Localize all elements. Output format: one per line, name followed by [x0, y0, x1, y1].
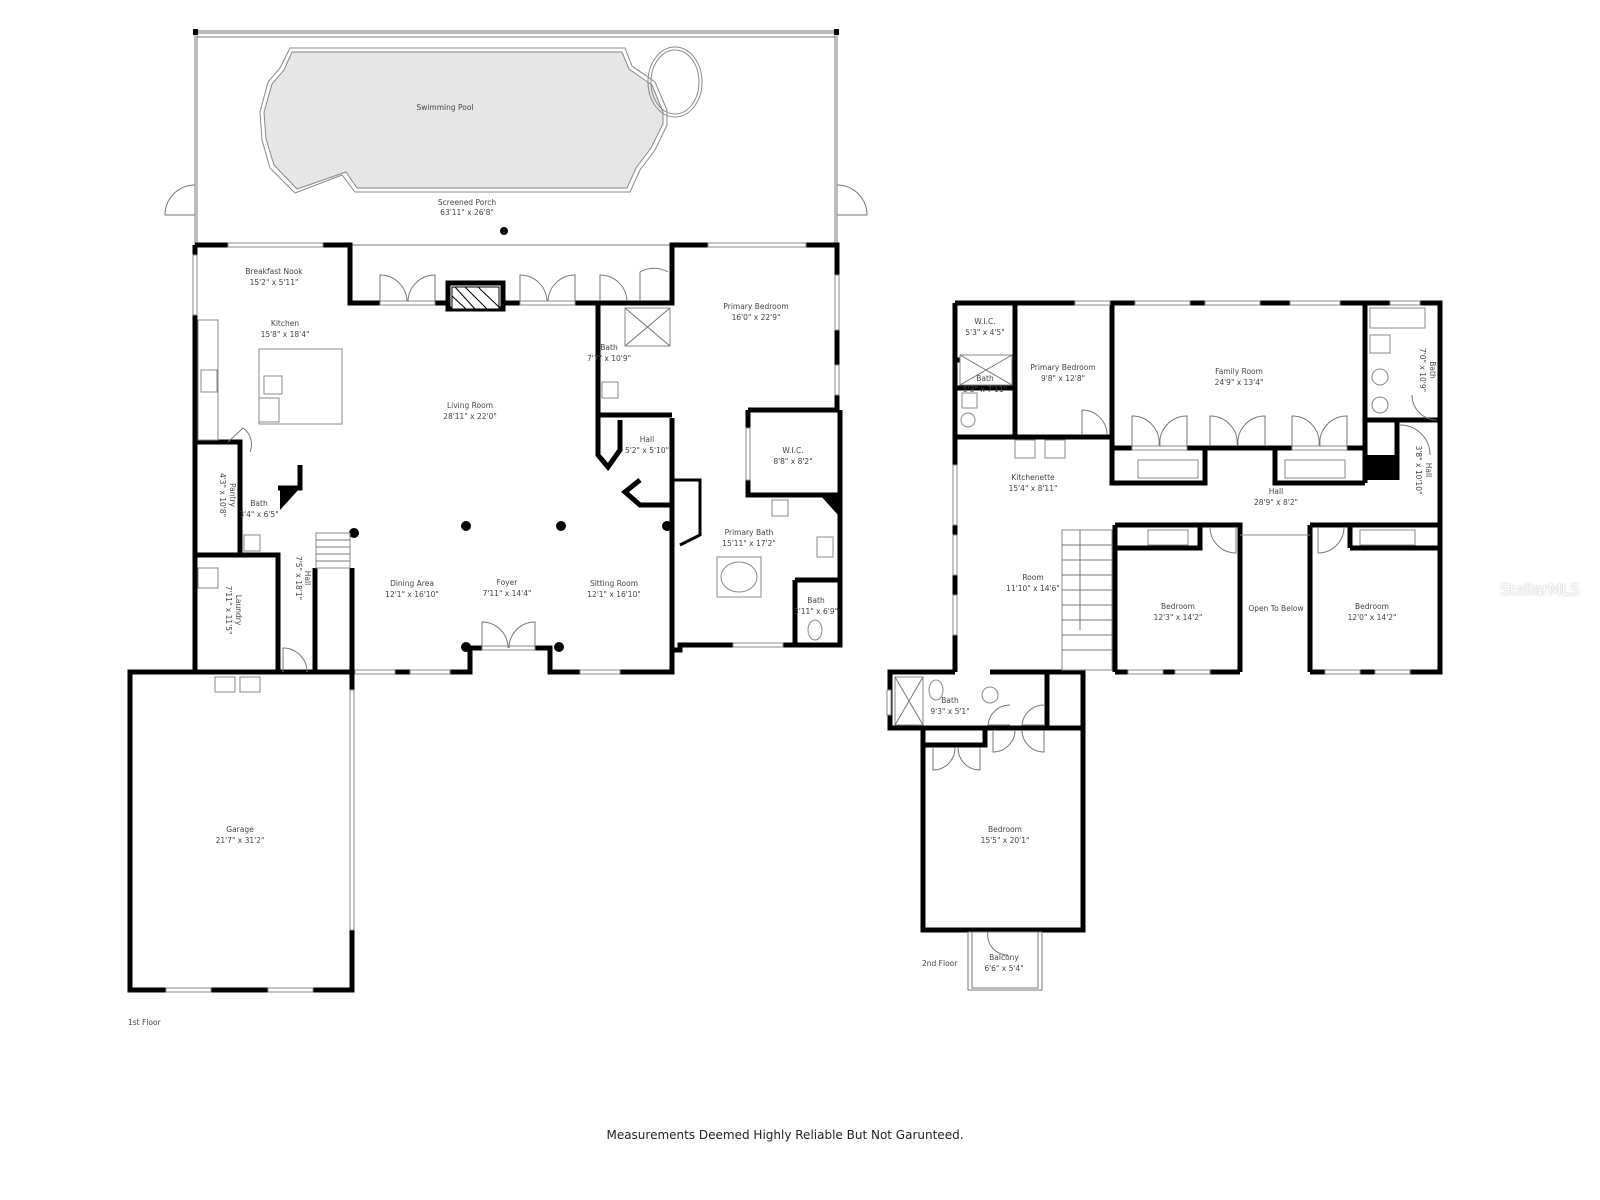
room-label: Primary Bedroom: [1030, 363, 1095, 372]
first-floor-windows: [192, 242, 840, 675]
room-label: Bath: [807, 596, 825, 605]
room-dimensions: 15'2" x 5'11": [250, 278, 299, 287]
room-dimensions: 5'3" x 4'5": [965, 328, 1004, 337]
room-dimensions: 21'7" x 31'2": [216, 836, 265, 845]
room-label: Kitchenette: [1011, 473, 1055, 482]
first-floor: Swimming Pool Screened Porch 63'11" x 26…: [127, 29, 868, 1027]
second-floor: W.I.C. 5'3" x 4'5" Bath 5'3" x 7'11" Pri…: [886, 300, 1443, 991]
room-dimensions: 8'8" x 8'2": [773, 457, 812, 466]
room-label: Family Room: [1215, 367, 1263, 376]
disclaimer: Measurements Deemed Highly Reliable But …: [606, 1128, 964, 1142]
room-label: Sitting Room: [590, 579, 638, 588]
room-label: Room: [1022, 573, 1043, 582]
room-label: Bedroom: [1355, 602, 1389, 611]
room-dimensions: 3'11" x 6'9": [794, 607, 838, 616]
room-label: Foyer: [497, 578, 519, 587]
room-dimensions: 15'8" x 18'4": [261, 330, 310, 339]
columns: [349, 521, 672, 652]
room-label: Primary Bedroom: [723, 302, 788, 311]
room-dimensions: 28'9" x 8'2": [1254, 498, 1298, 507]
room-label: Hall: [1269, 487, 1283, 496]
room-dimensions: 3'4" x 6'5": [239, 510, 278, 519]
room-dimensions: 9'3" x 5'1": [930, 707, 969, 716]
porch-doors: [379, 267, 669, 651]
room-label: Bedroom: [988, 825, 1022, 834]
floor-label-1st: 1st Floor: [128, 1018, 162, 1027]
floor-label-2nd: 2nd Floor: [922, 959, 958, 968]
second-floor-fixtures: [894, 307, 1426, 726]
room-dimensions: 6'6" x 5'4": [984, 964, 1023, 973]
room-dimensions: 12'1" x 16'10": [385, 590, 439, 599]
room-label: W.I.C.: [782, 446, 803, 455]
room-label: Swimming Pool: [416, 103, 473, 112]
second-floor-doors: [932, 394, 1438, 771]
room-dimensions: 9'8" x 12'8": [1041, 374, 1085, 383]
room-dimensions: 7'11" x 11'5": [224, 586, 233, 635]
bath-fixtures-first: [197, 307, 834, 641]
room-label: Bedroom: [1161, 602, 1195, 611]
room-dimensions: 3'8" x 10'10": [1414, 446, 1423, 495]
room-dimensions: 5'2" x 5'10": [625, 446, 669, 455]
room-label: Hall: [303, 571, 312, 585]
room-dimensions: 12'1" x 16'10": [587, 590, 641, 599]
room-dimensions: 12'0" x 14'2": [1348, 613, 1397, 622]
room-label: Kitchen: [271, 319, 299, 328]
room-dimensions: 15'5" x 20'1": [981, 836, 1030, 845]
room-dimensions: 5'3" x 7'11": [963, 385, 1007, 394]
room-dimensions: 12'3" x 14'2": [1154, 613, 1203, 622]
room-label: Screened Porch: [438, 198, 496, 207]
room-label: Living Room: [447, 401, 493, 410]
room-label: Breakfast Nook: [245, 267, 303, 276]
watermark: StellarMLS: [1500, 580, 1580, 599]
room-dimensions: 7'11" x 14'4": [483, 589, 532, 598]
room-label: Bath: [600, 343, 618, 352]
room-label: Pantry: [228, 483, 237, 508]
garage-walls: [127, 647, 355, 993]
room-label: Hall: [640, 435, 654, 444]
first-floor-walls: [192, 242, 843, 675]
room-label: Primary Bath: [725, 528, 774, 537]
room-dimensions: 63'11" x 26'8": [440, 208, 494, 217]
fireplace: [445, 280, 506, 312]
room-dimensions: 28'11" x 22'0": [443, 412, 497, 421]
room-label: Open To Below: [1248, 604, 1303, 613]
room-label: Dining Area: [390, 579, 434, 588]
swimming-pool: [259, 46, 703, 194]
stairs-second-floor: [1061, 529, 1113, 671]
room-dimensions: 4'3" x 10'8": [218, 473, 227, 517]
room-label: Bath: [250, 499, 268, 508]
room-dimensions: 7'7" x 10'9": [587, 354, 631, 363]
balcony: [967, 931, 1043, 991]
room-dimensions: 15'4" x 8'11": [1009, 484, 1058, 493]
room-label: Laundry: [234, 595, 243, 626]
room-label: Garage: [226, 825, 254, 834]
screened-porch-enclosure: [164, 29, 868, 246]
room-label: Balcony: [989, 953, 1019, 962]
first-floor-labels: Swimming Pool Screened Porch 63'11" x 26…: [128, 103, 838, 1027]
room-dimensions: 7'0" x 10'9": [1418, 348, 1427, 392]
room-dimensions: 7'5" x 18'1": [294, 556, 303, 600]
second-floor-windows: [886, 300, 1421, 716]
room-dimensions: 11'10" x 14'6": [1006, 584, 1060, 593]
kitchen-fixtures: [197, 319, 343, 453]
room-label: W.I.C.: [974, 317, 995, 326]
room-label: Bath: [941, 696, 959, 705]
room-dimensions: 16'0" x 22'9": [732, 313, 781, 322]
room-dimensions: 24'9" x 13'4": [1215, 378, 1264, 387]
second-floor-labels: W.I.C. 5'3" x 4'5" Bath 5'3" x 7'11" Pri…: [922, 317, 1437, 973]
room-dimensions: 15'11" x 17'2": [722, 539, 776, 548]
room-label: Hall: [1424, 463, 1433, 477]
stairs-first-floor: [315, 532, 351, 569]
room-label: Bath: [1428, 361, 1437, 379]
room-label: Bath: [976, 374, 994, 383]
